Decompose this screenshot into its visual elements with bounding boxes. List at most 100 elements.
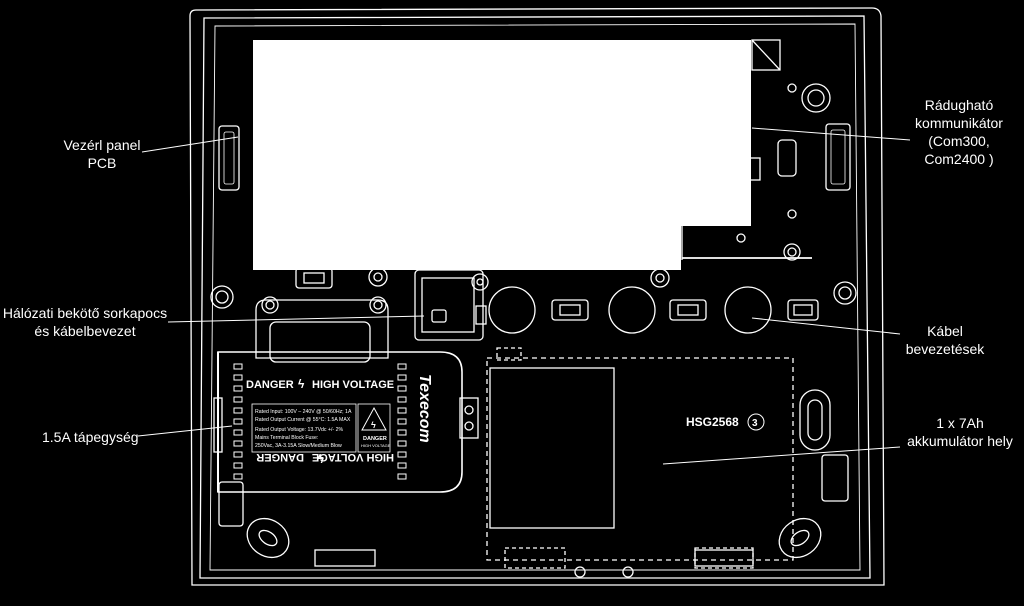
psu-danger-top: DANGER: [246, 379, 294, 391]
psu-spec-line: Mains Terminal Block Fuse:: [255, 435, 318, 441]
psu-pin: [397, 451, 407, 458]
label-line: és kábelbevezet: [34, 323, 136, 339]
texecom-logo: Texecom: [416, 374, 433, 443]
psu-spec-line: Rated Output Voltage: 13.7Vdc +/- 2%: [255, 427, 343, 433]
psu-hv-bottom: HIGH VOLTAGE: [312, 451, 394, 463]
psu-pin: [233, 429, 243, 436]
leader-psu: [137, 425, 233, 437]
battery-compartment: [486, 357, 794, 561]
svg-text:ϟ: ϟ: [298, 377, 305, 391]
label-battery: 1 x 7Ah akkumulátor hely: [896, 414, 1024, 450]
right-slot-bottom: [821, 454, 849, 502]
psu-spec-line: Rated Input: 100V – 240V @ 50/60Hz; 1A: [255, 409, 352, 415]
psu-hv-top: HIGH VOLTAGE: [312, 379, 394, 391]
label-line: akkumulátor hely: [907, 433, 1013, 449]
cable-entry-3: [724, 286, 772, 334]
warning-triangle-icon: [361, 406, 387, 431]
psu-spec-box: [251, 403, 357, 453]
psu-pin: [397, 429, 407, 436]
leader-communicator: [751, 127, 911, 141]
battery-inner-panel: [489, 367, 615, 529]
psu-pin: [233, 396, 243, 403]
psu-pin: [233, 440, 243, 447]
label-communicator: Rádugható kommunikátor (Com300, Com2400 …: [904, 96, 1014, 168]
label-line: Com2400 ): [924, 151, 994, 167]
cable-tie-3: [787, 299, 819, 321]
psu-pin: [233, 363, 243, 370]
cable-tie-2: [669, 299, 707, 321]
psu-pin: [397, 473, 407, 480]
communicator-clip: [777, 139, 797, 177]
communicator-connector: [751, 39, 781, 71]
enclosure-inner-wall: [199, 15, 871, 579]
right-slot-top: [825, 123, 851, 191]
bottom-left-keyhole: [246, 517, 290, 559]
leader-terminal: [167, 315, 425, 323]
cable-tie-1: [551, 299, 589, 321]
cable-entry-1: [488, 286, 536, 334]
psu-pin: [397, 396, 407, 403]
label-line: 1.5A tápegység: [42, 429, 139, 445]
enclosure-outline: [189, 7, 885, 586]
left-slot-bottom: [218, 481, 244, 527]
bottom-tab-left: [314, 549, 376, 567]
psu-pin: [397, 363, 407, 370]
right-keyhole: [799, 389, 831, 451]
label-line: Kábel: [927, 323, 963, 339]
svg-text:ϟ: ϟ: [371, 420, 376, 430]
psu-pin: [397, 462, 407, 469]
label-line: kommunikátor: [915, 115, 1003, 131]
label-line: Vezérl panel: [63, 137, 141, 153]
psu-danger-bottom: DANGER: [256, 451, 304, 463]
communicator-standoff-bottom: [783, 243, 801, 261]
label-line: bevezetések: [905, 341, 985, 357]
psu-warning-text: DANGER: [363, 436, 387, 442]
psu-pin: [397, 407, 407, 414]
cable-tie-4: [295, 267, 333, 289]
label-control-panel-pcb: Vezérl panel PCB: [47, 136, 157, 172]
bottom-tab-right: [694, 549, 754, 567]
leader-pcb: [141, 136, 239, 153]
left-slot-top: [218, 125, 240, 191]
label-line: Hálózati bekötő sorkapocs: [2, 305, 168, 321]
psu-pin: [397, 374, 407, 381]
psu-spec-line: 250Vac, 3A-3.15A Slow/Medium Blow: [255, 443, 342, 449]
label-line: Rádugható: [924, 97, 994, 113]
leader-cable: [751, 317, 901, 335]
battery-revision-label: 3: [752, 418, 758, 429]
enclosure-inner-wall-2: [209, 23, 861, 571]
psu-spec-line: Rated Output Current @ 55°C: 1.5A MAX: [255, 417, 351, 423]
pcb-screw-right: [650, 268, 670, 288]
psu-pin: [397, 385, 407, 392]
psu-pin: [233, 418, 243, 425]
label-line: PCB: [87, 155, 117, 171]
psu-pin: [397, 440, 407, 447]
psu-warning-box: [357, 403, 391, 453]
psu-pin: [233, 451, 243, 458]
psu-mounting-frame: [255, 299, 389, 359]
label-psu: 1.5A tápegység: [42, 428, 139, 446]
psu-pin: [397, 418, 407, 425]
bottom-right-keyhole: [778, 517, 822, 559]
svg-text:ϟ: ϟ: [317, 451, 324, 465]
battery-model-label: HSG2568: [686, 415, 739, 429]
label-mains-terminal: Hálózati bekötő sorkapocs és kábelbeveze…: [0, 304, 170, 340]
left-mounting-screw: [210, 285, 234, 309]
leader-battery: [662, 446, 901, 465]
communicator-standoff-top: [801, 83, 831, 113]
psu-board: [217, 351, 463, 493]
psu-pin: [233, 385, 243, 392]
psu-warning-text: HIGH VOLTAGE: [361, 443, 391, 448]
label-line: 1 x 7Ah: [936, 415, 984, 431]
right-mounting-screw: [833, 281, 857, 305]
psu-pin: [233, 374, 243, 381]
psu-pin: [233, 462, 243, 469]
label-cable-entries: Kábel bevezetések: [890, 322, 1000, 358]
label-line: (Com300,: [928, 133, 990, 149]
psu-pin: [233, 473, 243, 480]
cable-entry-2: [608, 286, 656, 334]
pcb-screw-left: [368, 267, 388, 287]
control-panel-pcb: [253, 40, 751, 226]
